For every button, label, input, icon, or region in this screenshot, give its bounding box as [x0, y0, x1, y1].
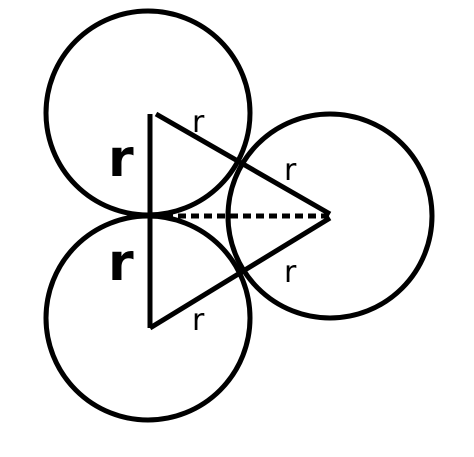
lower-slant-edge	[148, 215, 332, 331]
label-top-edge-left: r	[192, 105, 205, 140]
label-bottom-vertical: r	[108, 233, 134, 293]
label-bottom-edge-left: r	[192, 303, 205, 338]
upper-slant-edge	[154, 111, 332, 217]
label-top-vertical: r	[108, 129, 134, 189]
right-circle	[225, 111, 435, 321]
label-bottom-edge-right: r	[284, 255, 297, 290]
label-top-edge-right: r	[284, 153, 297, 188]
